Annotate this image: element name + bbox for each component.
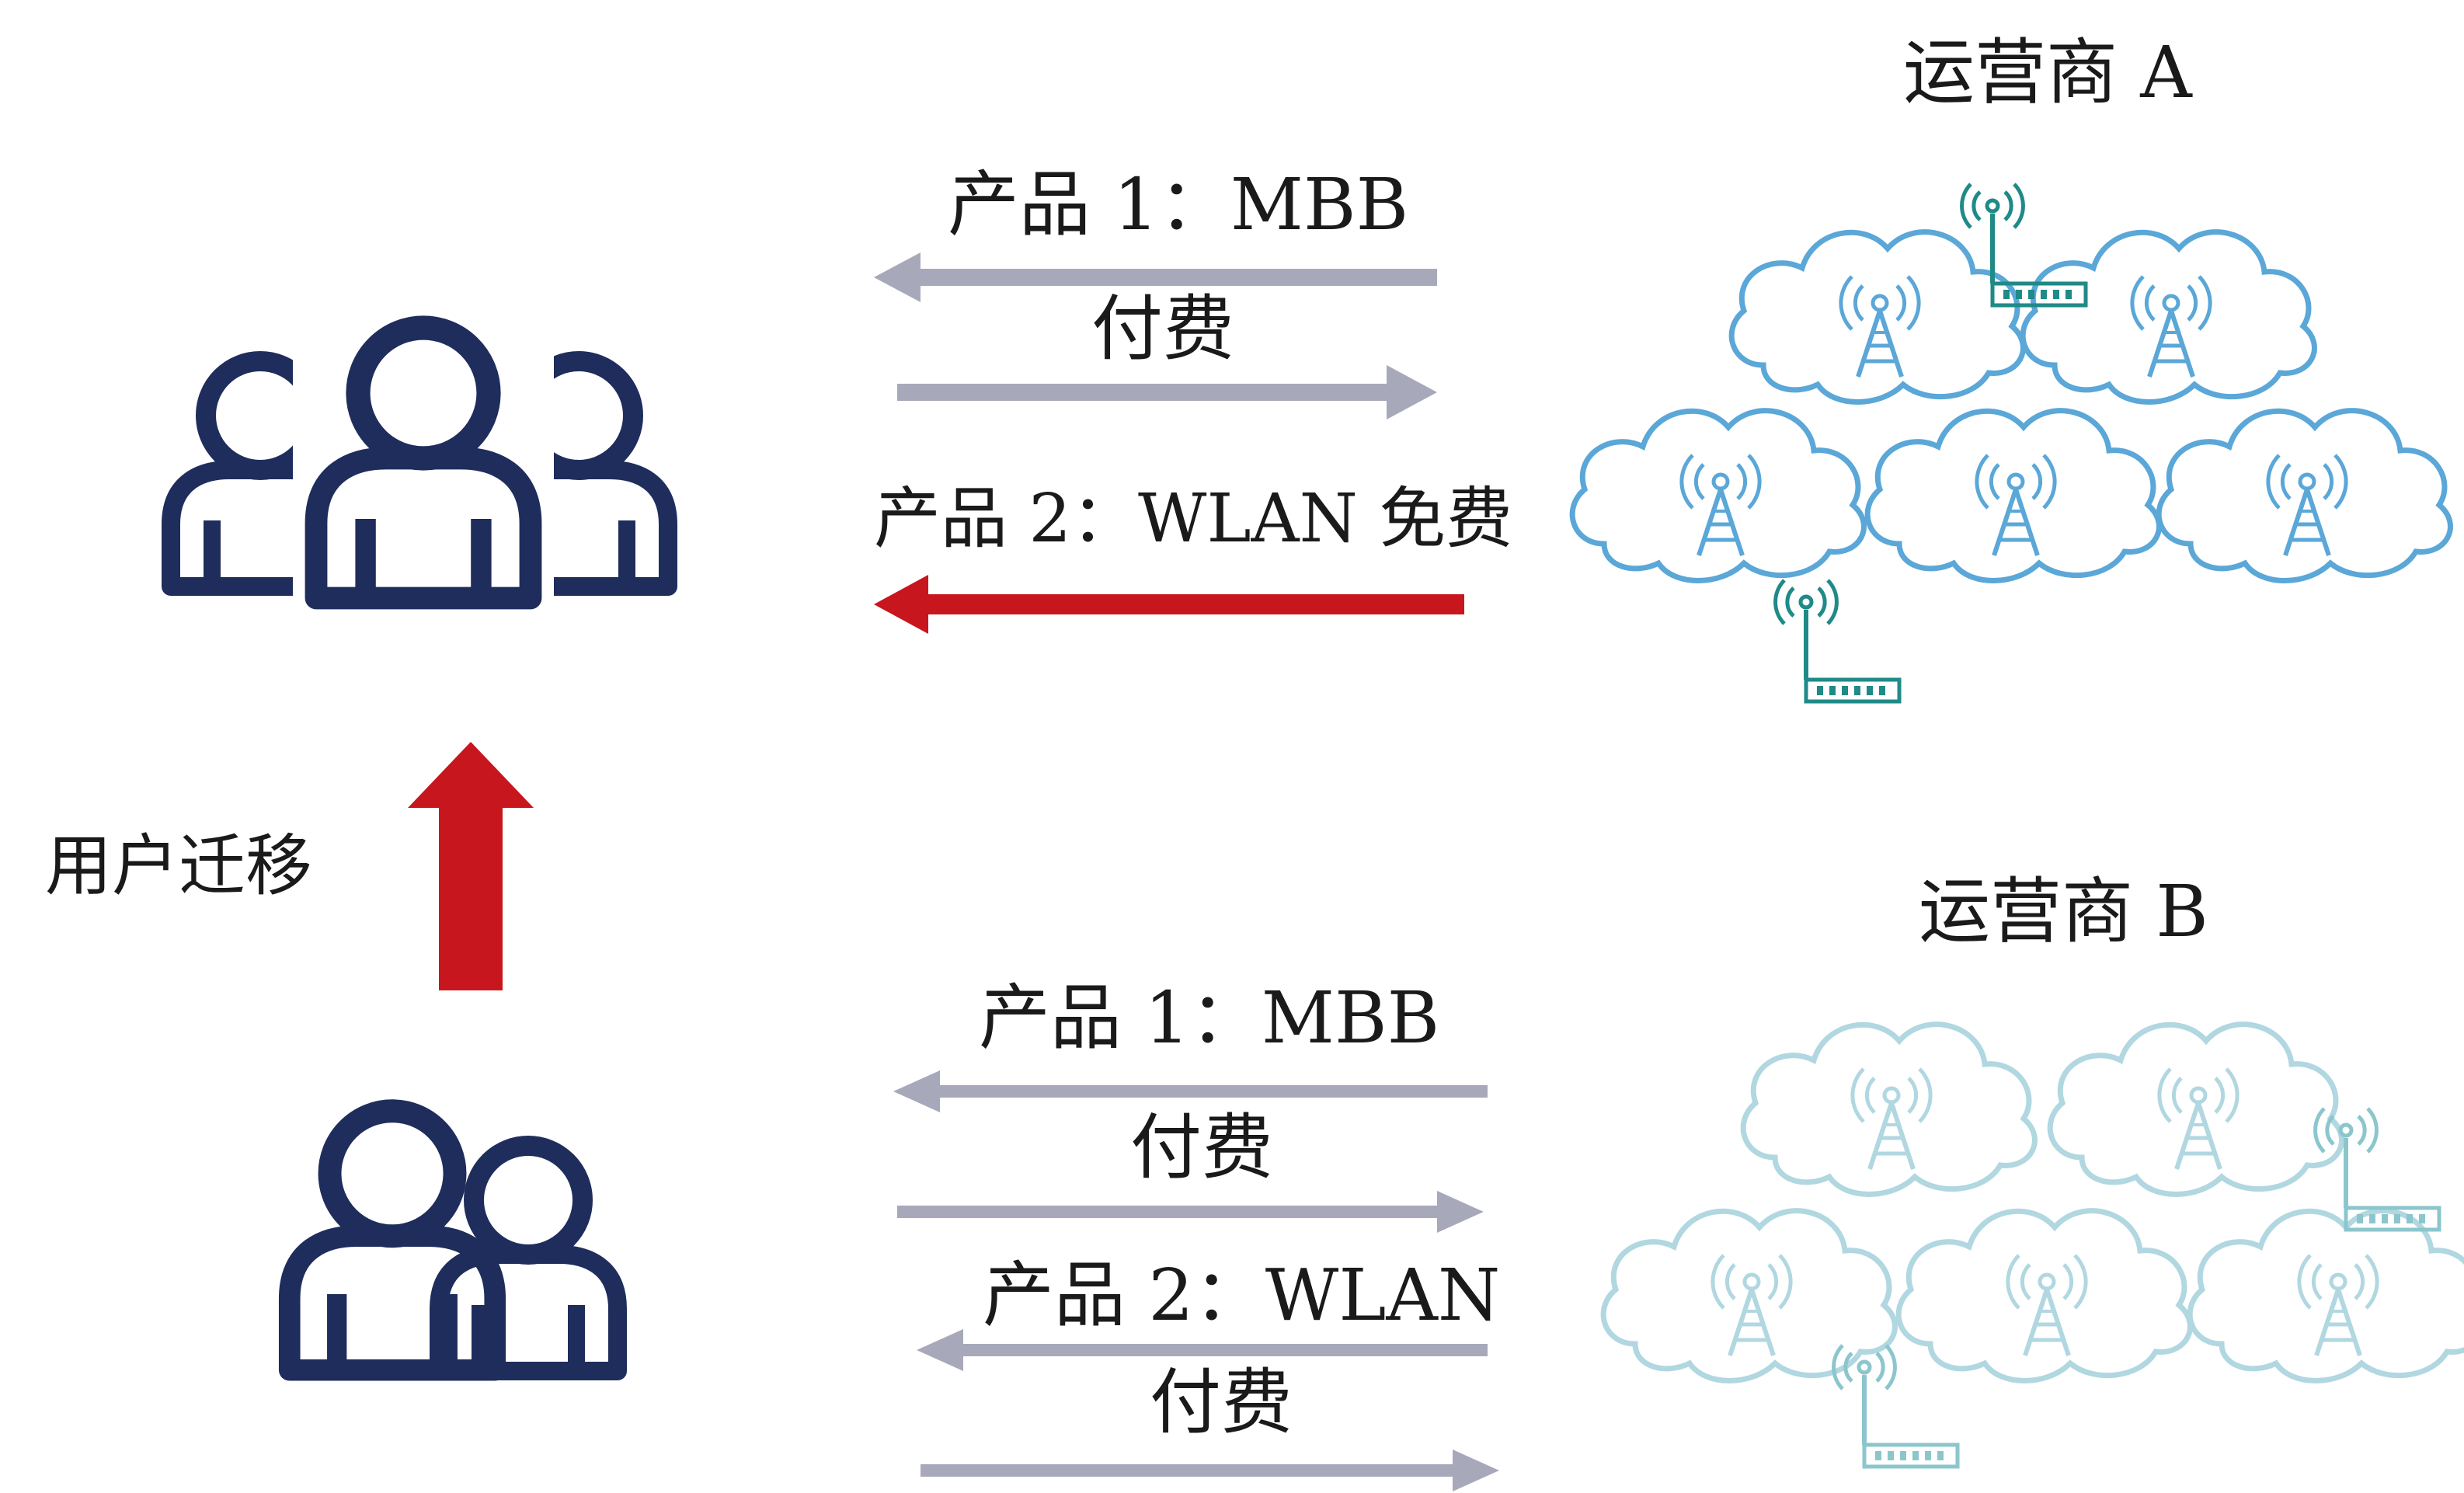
migration-label: 用户迁移 (45, 827, 312, 905)
arrow-product2-free-a (874, 575, 1464, 634)
user-pair-icon (272, 1098, 618, 1379)
router-icon (1776, 580, 1899, 701)
pay1-b-label: 付费 (1130, 1106, 1274, 1189)
router-icon (1962, 184, 2086, 305)
product2-free-a-label: 产品 2：WLAN 免费 (874, 480, 1513, 558)
product1-b-label: 产品 1：MBB (979, 976, 1440, 1060)
operator-a-label: 运营商 A (1903, 31, 2192, 114)
arrow-product1-a (874, 252, 1437, 302)
migration-arrow (408, 742, 534, 990)
arrows-operator-b (893, 1070, 1499, 1491)
arrow-pay-a (897, 365, 1437, 419)
cloud-tower-network-icon (1603, 1025, 2464, 1467)
product2-b-label: 产品 2：WLAN (983, 1254, 1501, 1337)
product1-a-label: 产品 1：MBB (948, 163, 1409, 246)
operator-b-label: 运营商 B (1919, 870, 2208, 953)
arrow-product1-b (893, 1070, 1488, 1112)
pay2-b-label: 付费 (1150, 1361, 1293, 1444)
user-group-icon (171, 305, 668, 612)
arrow-pay1-b (897, 1191, 1484, 1233)
arrows-operator-a (874, 252, 1464, 634)
pay-a-label: 付费 (1091, 287, 1235, 371)
arrow-pay2-b (921, 1449, 1499, 1491)
cloud-tower-network-icon (1572, 184, 2450, 701)
arrow-product2-b (917, 1329, 1488, 1371)
